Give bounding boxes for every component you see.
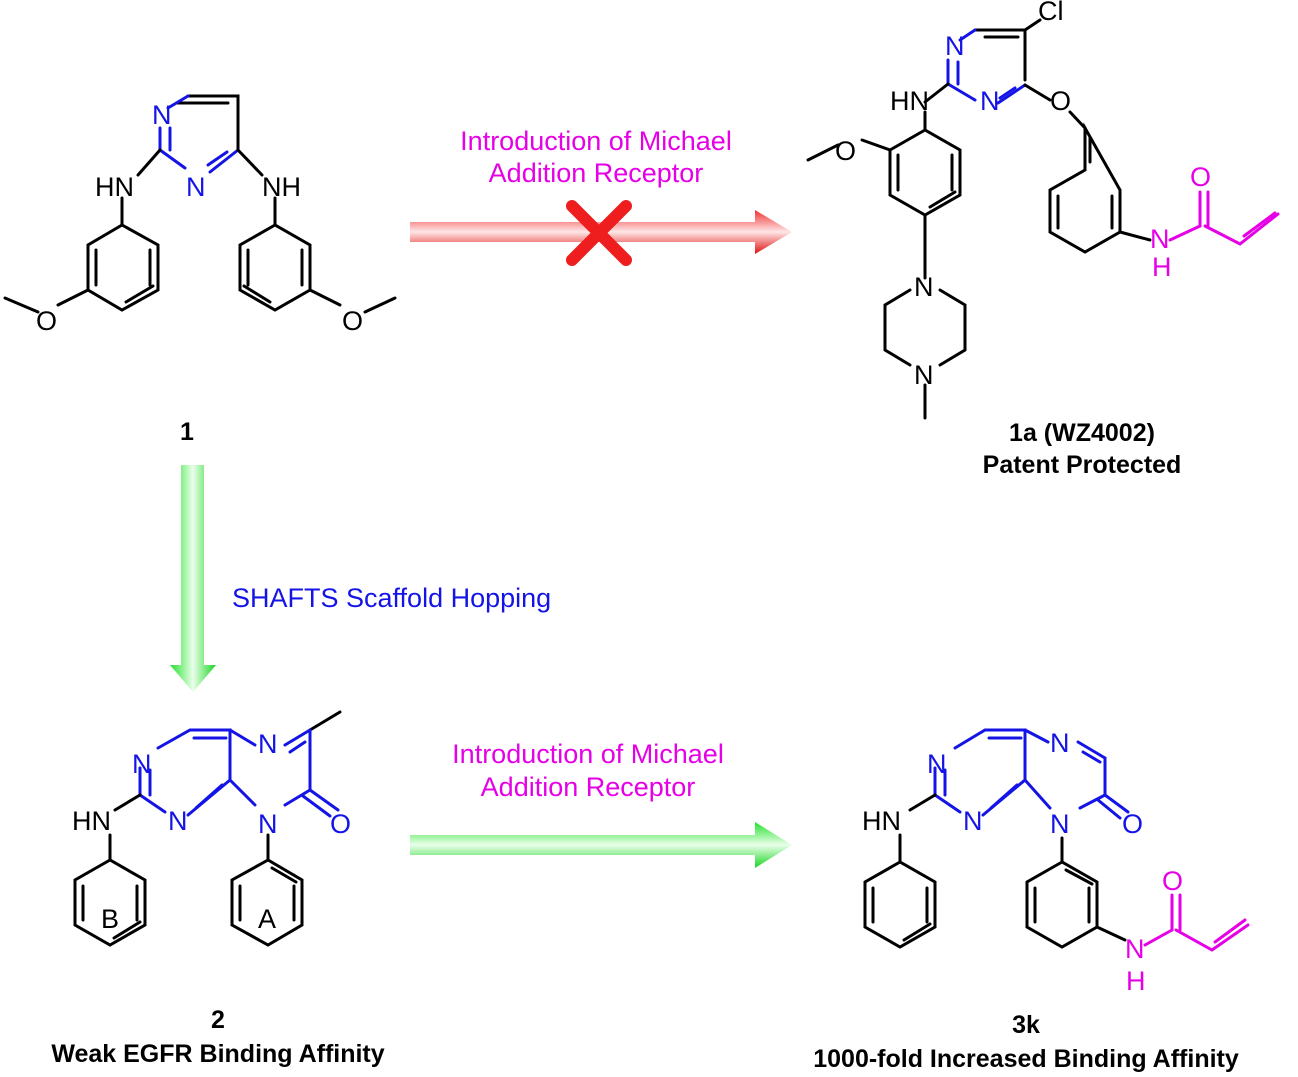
- compound-1a-atom-labels: N N Cl O HN O N N N H O: [835, 0, 1211, 390]
- compound-1-id: 1: [180, 418, 194, 446]
- atom-label: N: [1150, 224, 1170, 254]
- atom-label: N: [980, 86, 1000, 116]
- compound-1a-id: 1a (WZ4002): [1009, 419, 1155, 447]
- atom-label: HN: [72, 806, 111, 836]
- atom-label: N: [927, 749, 947, 779]
- down-arrow-label: SHAFTS Scaffold Hopping: [232, 583, 551, 613]
- atom-label: O: [1190, 162, 1211, 192]
- bottom-arrow-label-line1: Introduction of Michael: [452, 739, 724, 769]
- ring-a-label: A: [258, 904, 276, 934]
- atom-label: O: [835, 136, 856, 166]
- compound-1a-note: Patent Protected: [983, 451, 1182, 479]
- atom-label: O: [1050, 86, 1071, 116]
- atom-label: O: [1162, 866, 1183, 896]
- compound-1-structure: [3, 94, 397, 314]
- atom-label: Cl: [1038, 0, 1064, 26]
- atom-label: O: [342, 306, 363, 336]
- compound-1-atom-labels: N N HN NH O O: [36, 100, 363, 336]
- compound-3k-structure: [863, 728, 1250, 952]
- atom-label: N: [945, 31, 965, 61]
- ring-b-label: B: [101, 904, 119, 934]
- compound-3k-id: 3k: [1012, 1011, 1040, 1039]
- atom-label: H: [1152, 252, 1172, 282]
- atom-label: N: [963, 806, 983, 836]
- atom-label: O: [36, 306, 57, 336]
- compound-3k-atom-labels: N N N N O HN N H O: [862, 728, 1183, 996]
- atom-label: N: [258, 729, 278, 759]
- compound-3k-note: 1000-fold Increased Binding Affinity: [813, 1045, 1239, 1073]
- top-arrow-label-line2: Addition Receptor: [489, 158, 704, 188]
- atom-label: H: [1126, 966, 1146, 996]
- blocked-cross-icon: [566, 200, 632, 266]
- atom-label: N: [258, 809, 278, 839]
- atom-label: N: [914, 360, 934, 390]
- bottom-arrow-label-line2: Addition Receptor: [481, 772, 696, 802]
- compound-2-atom-labels: N N N N O HN B A: [72, 729, 351, 934]
- top-arrow-label-line1: Introduction of Michael: [460, 126, 732, 156]
- compound-1a-structure: [806, 18, 1280, 420]
- atom-label: N: [1125, 934, 1145, 964]
- atom-label: HN: [95, 172, 134, 202]
- atom-label: N: [132, 749, 152, 779]
- atom-label: N: [186, 172, 206, 202]
- blocked-reaction-arrow: [410, 200, 792, 266]
- atom-label: O: [1122, 809, 1143, 839]
- atom-label: NH: [262, 172, 301, 202]
- atom-label: N: [1050, 728, 1070, 758]
- atom-label: N: [914, 272, 934, 302]
- atom-label: O: [330, 809, 351, 839]
- compound-2-note: Weak EGFR Binding Affinity: [51, 1040, 384, 1068]
- atom-label: N: [1050, 809, 1070, 839]
- compound-2-structure: [73, 710, 342, 947]
- atom-label: N: [168, 806, 188, 836]
- scaffold-hopping-arrow: [170, 465, 216, 692]
- atom-label: N: [152, 100, 172, 130]
- atom-label: HN: [890, 86, 929, 116]
- atom-label: HN: [862, 806, 901, 836]
- michael-acceptor-arrow: [410, 822, 792, 868]
- compound-2-id: 2: [211, 1006, 225, 1034]
